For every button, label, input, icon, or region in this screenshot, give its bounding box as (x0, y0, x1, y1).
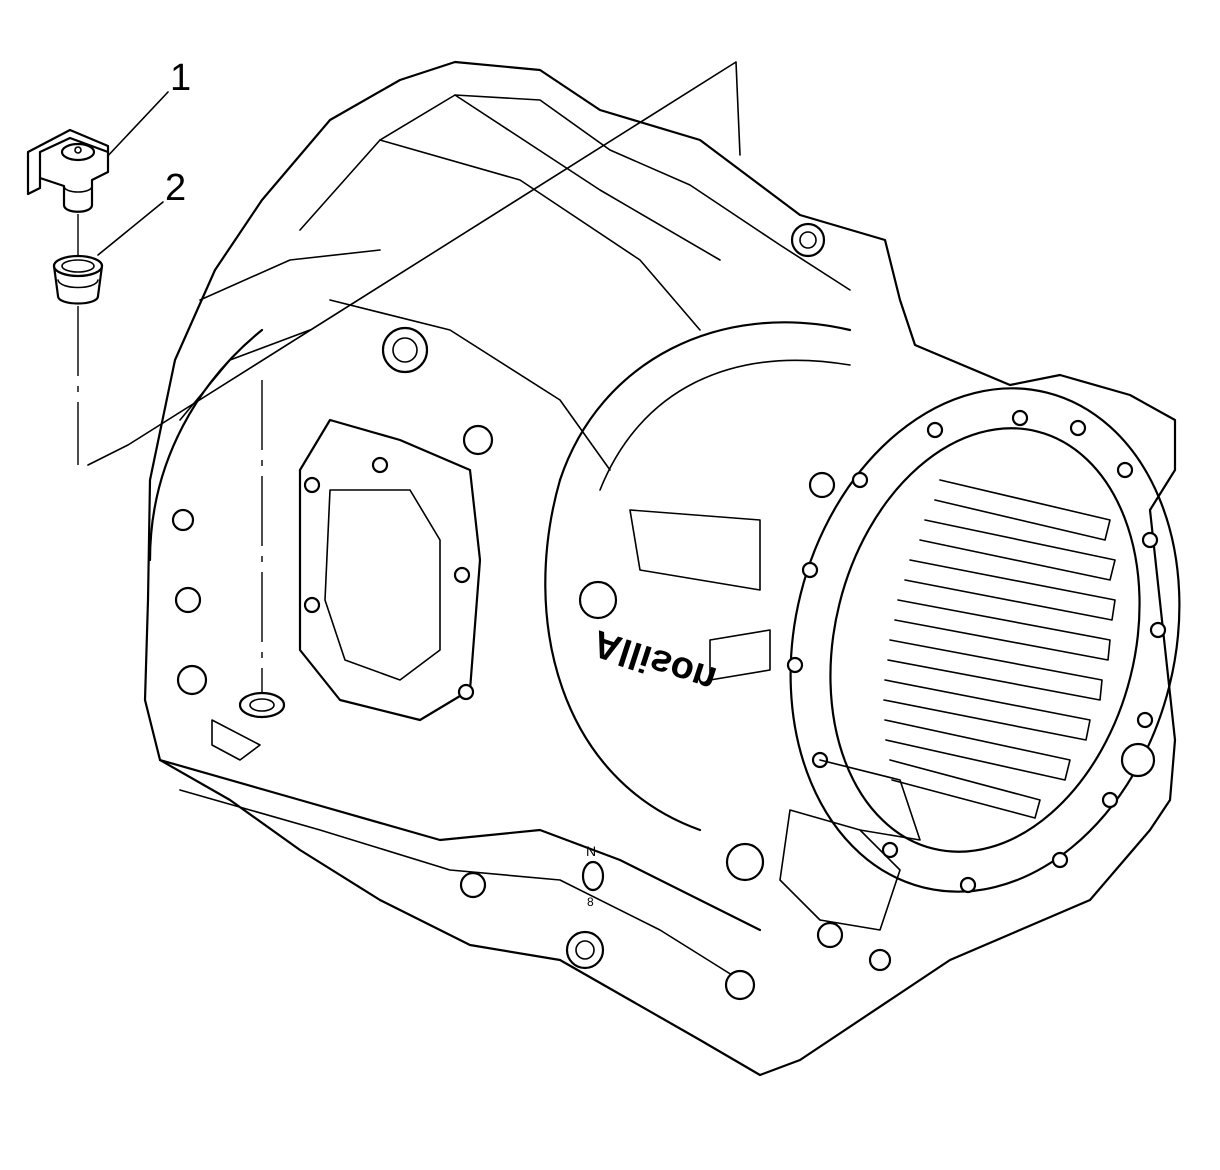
flange-bolt (1116, 461, 1134, 479)
plug-shoulder (63, 185, 93, 193)
brand-cast-text: Allison (588, 621, 721, 700)
boss-top-right (790, 222, 826, 258)
sensor-1 (868, 948, 892, 972)
plug-head (60, 142, 96, 162)
left-face-bolt-2 (174, 586, 202, 614)
callout-1[interactable]: 1 (103, 57, 191, 161)
pan-rail (158, 758, 762, 932)
side-rib-1 (199, 249, 381, 301)
seal-step (57, 279, 99, 289)
fill-port-bore (249, 698, 275, 712)
rear-flange-inner (829, 427, 1141, 853)
callout-2-leader (97, 201, 164, 256)
flange-bolt (1051, 851, 1069, 869)
flange-bolt (1136, 711, 1154, 729)
callout-1-leader (103, 91, 169, 161)
boss-mid (462, 424, 494, 456)
boss-upper-left-hole (392, 337, 418, 363)
top-rib-3 (454, 94, 721, 261)
drum-left-edge (544, 478, 702, 832)
flange-bolt (1141, 531, 1159, 549)
cast-mark-digit: 8 (587, 895, 594, 909)
pto-bolt-3 (303, 596, 321, 614)
drum-top-edge (558, 321, 852, 482)
drain-plug (565, 930, 605, 970)
cast-mark-oval (581, 860, 605, 892)
left-face-bolt-3 (176, 664, 208, 696)
port-pad (211, 719, 261, 761)
top-rib-1 (299, 94, 851, 291)
housing-outline (143, 60, 1177, 1077)
fill-port (238, 691, 286, 719)
pto-bolt-2 (371, 456, 389, 474)
pto-bolt-4 (453, 566, 471, 584)
plug-hole (74, 146, 82, 154)
pto-bolt-5 (457, 683, 475, 701)
flange-bolt (959, 876, 977, 894)
callout-2[interactable]: 2 (97, 167, 186, 256)
valve-cover (819, 759, 921, 841)
transmission-housing: Allison (143, 60, 1181, 1077)
drum-pad (629, 509, 761, 591)
top-rib-4 (329, 299, 611, 471)
spline (883, 679, 1091, 741)
pan-rail-lower (179, 789, 741, 981)
flange-bolt (1101, 791, 1119, 809)
boss-top-right-hole (799, 231, 817, 249)
pan-boss-1 (459, 871, 487, 899)
left-face-edge (148, 328, 264, 562)
seal-part-2[interactable] (52, 254, 104, 305)
drum-inner-edge (599, 359, 851, 491)
spline (904, 559, 1116, 621)
spline (894, 599, 1111, 661)
drum-boss (578, 580, 618, 620)
flange-bolt (851, 471, 869, 489)
rear-boss (1120, 742, 1156, 778)
flange-bolt (1011, 409, 1029, 427)
pto-bolt-1 (303, 476, 321, 494)
rear-flange-outer (789, 387, 1181, 893)
assembly-centerline (77, 61, 741, 700)
plug-part-1[interactable] (26, 128, 110, 213)
sensor-2 (816, 921, 844, 949)
drain-plug-center (575, 940, 595, 960)
pto-frame (298, 418, 482, 722)
flange-bolt (801, 561, 819, 579)
left-face-bolt-1 (171, 508, 195, 532)
spline (934, 479, 1111, 541)
top-rib-2 (379, 139, 701, 331)
spline (889, 759, 1041, 819)
pan-boss-2 (725, 842, 765, 882)
drum-tab (709, 629, 771, 681)
boss-upper-left (381, 326, 429, 374)
flange-bolt (1069, 419, 1087, 437)
spline (887, 639, 1103, 701)
spline (919, 519, 1116, 581)
pan-boss-3 (724, 969, 756, 1001)
flange-bolt (1149, 621, 1167, 639)
flange-bolt (881, 841, 899, 859)
pto-opening (324, 489, 441, 681)
assembly-bracket (87, 61, 741, 466)
cast-mark-letter: N (586, 843, 596, 859)
seal-bore (61, 259, 95, 273)
boss-bell (808, 471, 836, 499)
spline (884, 719, 1071, 781)
flange-bolt (786, 656, 804, 674)
rear-flange-bolts (786, 409, 1167, 894)
internal-splines (883, 479, 1116, 819)
callout-1-number: 1 (170, 57, 191, 99)
callout-2-number: 2 (165, 167, 186, 209)
flange-bolt (926, 421, 944, 439)
